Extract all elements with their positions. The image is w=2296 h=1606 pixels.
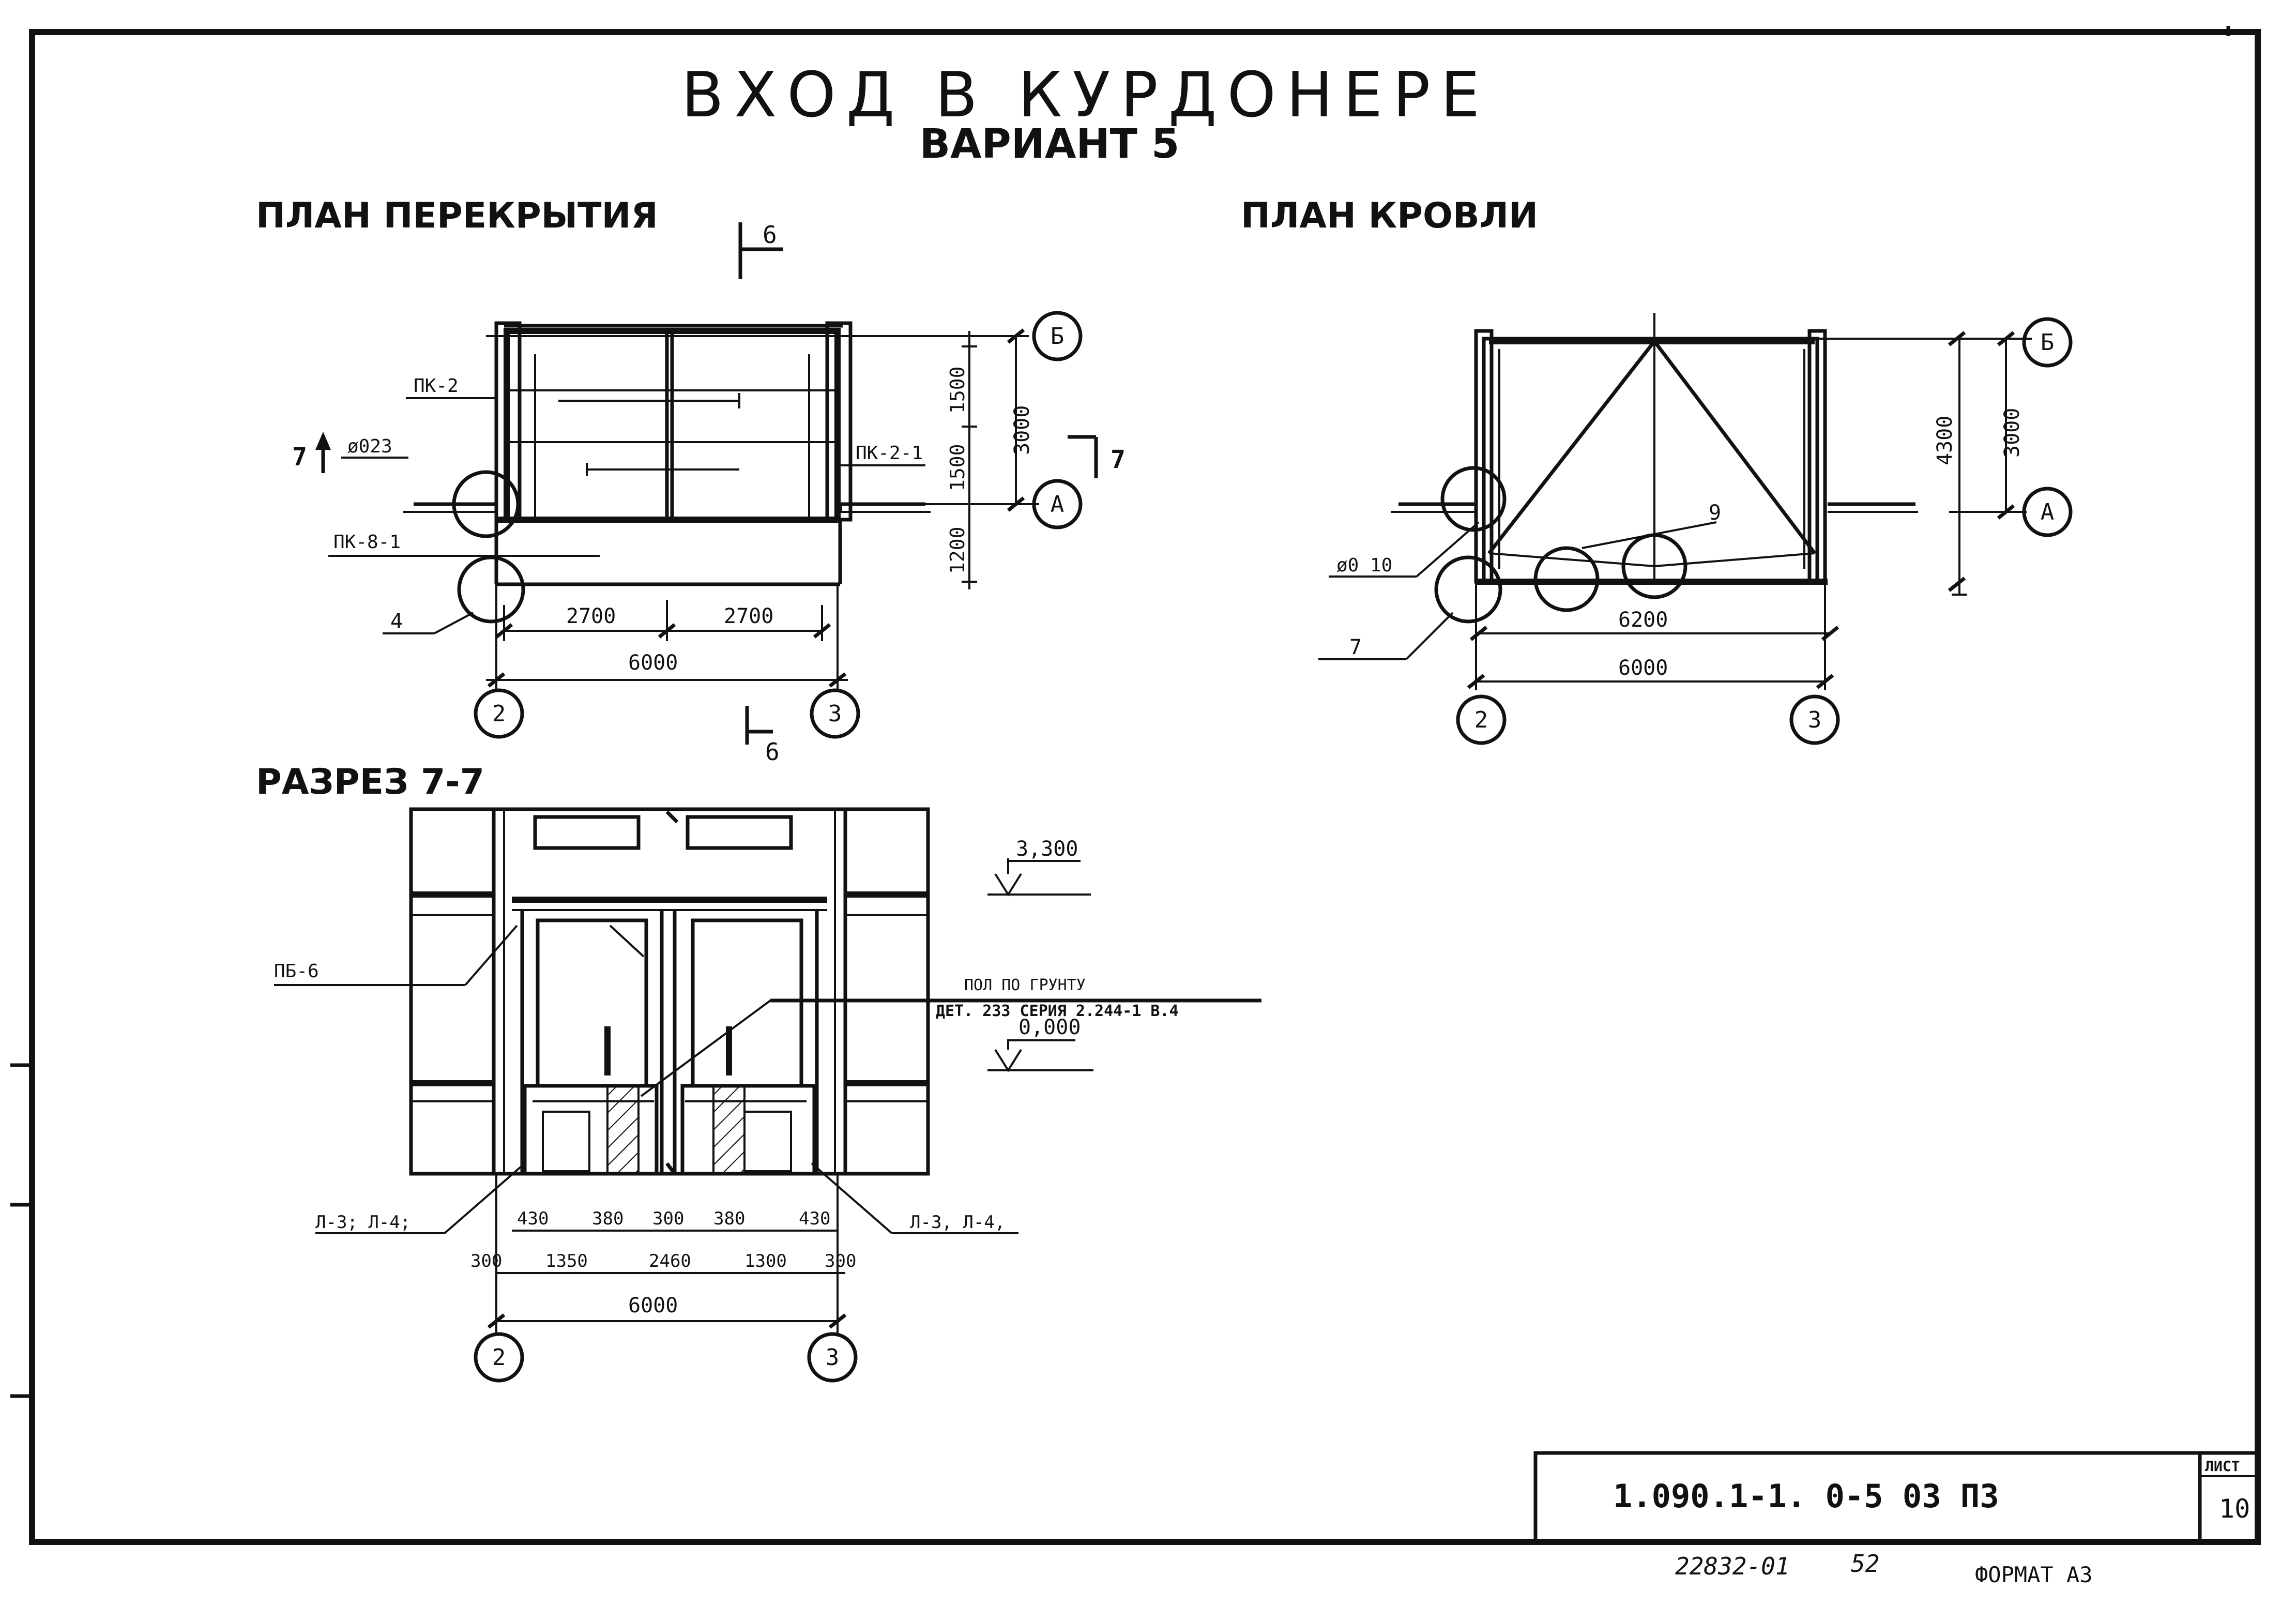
dim-3000: 3000 <box>1010 405 1034 455</box>
page-number: 52 <box>1851 1550 1879 1578</box>
format-label: ФОРМАТ А3 <box>1975 1562 2093 1587</box>
dim-1500a: 1500 <box>946 366 969 414</box>
floor-label-1: ПОЛ ПО ГРУНТУ <box>964 976 1086 994</box>
sheet-label: ЛИСТ <box>2205 1458 2240 1475</box>
n7-label: 7 <box>1349 635 1362 659</box>
dim-2460: 2460 <box>649 1251 691 1271</box>
d23-label: ø023 <box>347 436 392 457</box>
main-title: ВХОД В КУРДОНЕРЕ <box>681 59 1490 131</box>
drawing-title: ВХОД В КУРДОНЕРЕ ВАРИАНТ 5 <box>681 59 1490 168</box>
dim-3000-roof: 3000 <box>2000 408 2024 458</box>
dim-1300: 1300 <box>744 1251 787 1271</box>
sheet-number: 10 <box>2219 1494 2250 1524</box>
dim-300r: 300 <box>825 1251 856 1271</box>
axis-2-floor: 2 <box>492 701 506 727</box>
sec7-right-label: 7 <box>1111 445 1126 474</box>
axis-a-roof: А <box>2041 499 2055 525</box>
axis-2-section: 2 <box>492 1344 506 1371</box>
node4-label: 4 <box>390 610 403 633</box>
floor-plan-title: ПЛАН ПЕРЕКРЫТИЯ <box>256 195 658 236</box>
dim-380a: 380 <box>592 1208 624 1229</box>
l34-left-label: Л-3; Л-4; <box>315 1212 410 1233</box>
pk21-label: ПК-2-1 <box>856 443 923 464</box>
footer: 22832-01 52 ФОРМАТ А3 <box>1675 1550 2093 1587</box>
title-block: 1.090.1-1. 0-5 03 ПЗ ЛИСТ 10 <box>1533 1451 2260 1544</box>
variant-title: ВАРИАНТ 5 <box>920 121 1180 168</box>
pb6-label: ПБ-6 <box>274 961 319 982</box>
dim-300l: 300 <box>470 1251 502 1271</box>
section-title: РАЗРЕЗ 7-7 <box>256 762 484 802</box>
n9-label: 9 <box>1709 501 1721 525</box>
dim-2700a: 2700 <box>566 604 616 628</box>
axis-a-floor: А <box>1051 491 1065 518</box>
section-7-7: РАЗРЕЗ 7-7 <box>256 762 1261 1383</box>
d10-label: ø0 10 <box>1336 555 1392 576</box>
dim-430b: 430 <box>799 1208 830 1229</box>
dim-1200: 1200 <box>946 526 969 574</box>
dim-4300: 4300 <box>1933 416 1957 465</box>
roof-plan: ПЛАН КРОВЛИ ø0 10 9 7 <box>1241 195 2073 745</box>
l34-right-label: Л-3, Л-4, <box>910 1212 1005 1233</box>
dim-6000: 6000 <box>628 651 678 675</box>
dim-6000-roof: 6000 <box>1618 656 1668 680</box>
order-number: 22832-01 <box>1675 1552 1790 1580</box>
sec6-bot-label: 6 <box>765 738 780 766</box>
roof-plan-title: ПЛАН КРОВЛИ <box>1241 195 1538 236</box>
sec6-top-label: 6 <box>763 221 777 249</box>
axis-b-roof: Б <box>2041 329 2055 356</box>
floor-label-2: ДЕТ. 233 СЕРИЯ 2.244-1 В.4 <box>936 1002 1179 1020</box>
axis-2-roof: 2 <box>1474 707 1488 733</box>
pk2-label: ПК-2 <box>414 375 459 397</box>
dim-380b: 380 <box>713 1208 745 1229</box>
sheet-frame <box>10 26 2261 1545</box>
pk81-label: ПК-8-1 <box>333 532 401 553</box>
dim-2700b: 2700 <box>724 604 773 628</box>
level-3300: 3,300 <box>1016 837 1078 861</box>
document-code: 1.090.1-1. 0-5 03 ПЗ <box>1613 1477 1999 1515</box>
level-0000: 0,000 <box>1018 1016 1081 1039</box>
axis-b-floor: Б <box>1051 323 1065 350</box>
axis-3-roof: 3 <box>1808 707 1822 733</box>
dim-430a: 430 <box>517 1208 549 1229</box>
floor-plan: ПЛАН ПЕРЕКРЫТИЯ 6 ПК-2 <box>256 195 1126 766</box>
dim-1500b: 1500 <box>946 444 969 491</box>
axis-3-floor: 3 <box>828 701 842 727</box>
axis-3-section: 3 <box>826 1344 840 1371</box>
dim-300m: 300 <box>652 1208 684 1229</box>
dim-1350: 1350 <box>545 1251 588 1271</box>
dim-6200: 6200 <box>1618 608 1668 632</box>
dim-6000-section: 6000 <box>628 1294 678 1317</box>
sec7-left-label: 7 <box>292 443 307 472</box>
